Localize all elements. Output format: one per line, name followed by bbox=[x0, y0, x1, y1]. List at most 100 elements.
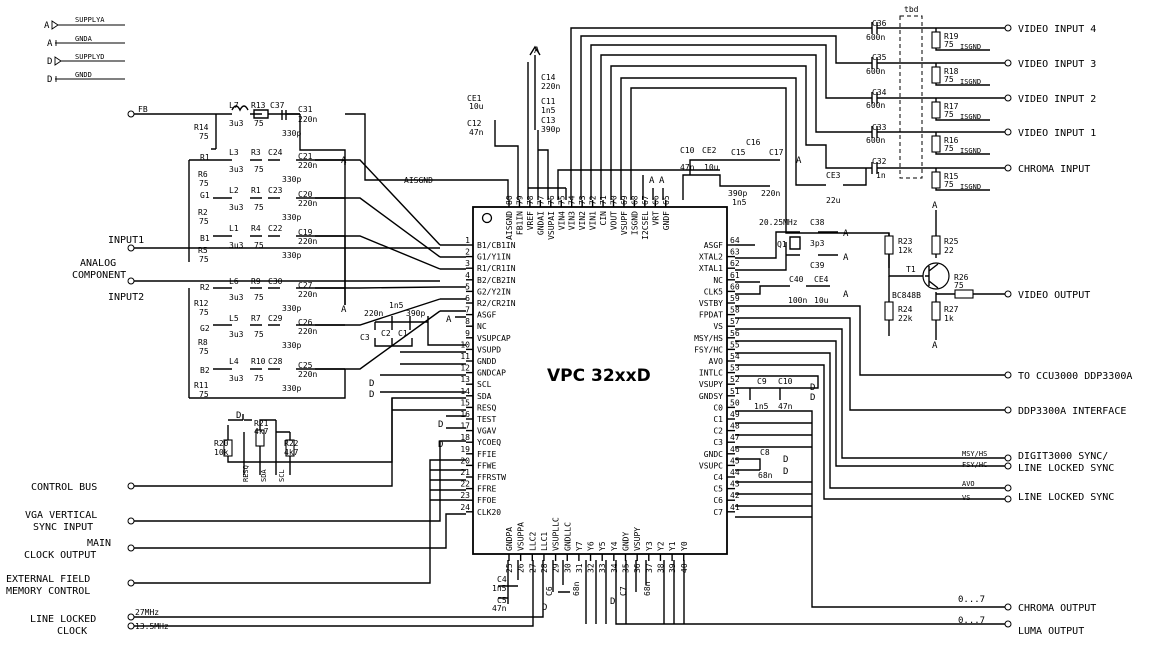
pin-name-32: Y6 bbox=[587, 541, 596, 551]
r20-value: 10k bbox=[214, 448, 229, 457]
pin-name-55: FSY/HC bbox=[694, 345, 723, 354]
t1-label: T1 bbox=[906, 265, 916, 274]
digit-sync-label-2: LINE LOCKED SYNC bbox=[1018, 463, 1114, 474]
pin-name-60: CLK5 bbox=[704, 287, 723, 296]
legend-supplya: SUPPLYA bbox=[75, 16, 105, 24]
pin-name-38: Y2 bbox=[656, 541, 665, 551]
pin-num-47: 47 bbox=[730, 433, 740, 442]
pin-num-69: 69 bbox=[620, 195, 629, 205]
l5-value: 3u3 bbox=[229, 330, 244, 339]
pin-name-39: Y1 bbox=[668, 541, 677, 551]
test-d: D bbox=[438, 420, 443, 430]
pin-name-8: NC bbox=[477, 322, 487, 331]
t1-type: BC848B bbox=[892, 291, 921, 300]
r1b-label: R1 bbox=[251, 186, 261, 195]
pin-name-9: VSUPCAP bbox=[477, 334, 511, 343]
r6-value: 75 bbox=[199, 179, 209, 188]
pin-name-43: C5 bbox=[713, 485, 723, 494]
c26-label: C26 bbox=[298, 318, 313, 327]
r26-label: R26 bbox=[954, 273, 969, 282]
c6-value: 68n bbox=[572, 581, 581, 596]
c24-value: 330p bbox=[282, 175, 301, 184]
c33-label: C33 bbox=[872, 123, 887, 132]
c19-label: C19 bbox=[298, 228, 313, 237]
pin-name-10: VSUPD bbox=[477, 345, 501, 354]
c8-d1: D bbox=[783, 455, 788, 465]
pin-num-62: 62 bbox=[730, 259, 740, 268]
c13-value: 390p bbox=[541, 125, 560, 134]
pin-name-37: Y3 bbox=[645, 541, 654, 551]
r12-label: R12 bbox=[194, 299, 209, 308]
c19-value: 220n bbox=[298, 237, 317, 246]
c34-label: C34 bbox=[872, 88, 887, 97]
pin-num-55: 55 bbox=[730, 340, 740, 349]
legend-d1-letter: D bbox=[47, 57, 52, 67]
c16-label: C16 bbox=[746, 138, 761, 147]
pin-num-25: 25 bbox=[505, 563, 514, 573]
r27-value: 1k bbox=[944, 314, 954, 323]
pin-num-16: 16 bbox=[460, 410, 470, 419]
c23-label: C23 bbox=[268, 186, 283, 195]
c12-value: 47n bbox=[469, 128, 484, 137]
r19-gnd: ISGND bbox=[960, 43, 981, 51]
ce2-value: 10u bbox=[704, 163, 719, 172]
l6-label: L6 bbox=[229, 277, 239, 286]
pin-name-78: VREF bbox=[526, 211, 535, 230]
pin-num-42: 42 bbox=[730, 491, 740, 500]
pin-num-19: 19 bbox=[460, 445, 470, 454]
c7-value: 68n bbox=[643, 581, 652, 596]
c15-label: C15 bbox=[731, 148, 746, 157]
c39-label: C39 bbox=[810, 261, 825, 270]
c25-label: C25 bbox=[298, 361, 313, 370]
c22-value: 330p bbox=[282, 251, 301, 260]
ddp-interface-label: DDP3300A INTERFACE bbox=[1018, 406, 1126, 417]
c8-label: C8 bbox=[760, 448, 770, 457]
pin-name-62: XTAL1 bbox=[699, 264, 723, 273]
pin-name-19: FFIE bbox=[477, 450, 496, 459]
chip-title: VPC 32xxD bbox=[547, 366, 651, 386]
pin-num-58: 58 bbox=[730, 306, 740, 315]
pin-num-75: 75 bbox=[557, 195, 566, 205]
c1-value: 390p bbox=[406, 309, 425, 318]
sda-net-label: SDA bbox=[260, 469, 268, 482]
r19-label: R19 bbox=[944, 32, 959, 41]
c33-value: 600n bbox=[866, 136, 885, 145]
pin-num-30: 30 bbox=[563, 563, 572, 573]
r9-value: 75 bbox=[254, 293, 264, 302]
ic-body bbox=[472, 206, 728, 555]
chroma-output-label: CHROMA OUTPUT bbox=[1018, 603, 1096, 614]
pin-name-40: Y0 bbox=[680, 541, 689, 551]
l4-value: 3u3 bbox=[229, 374, 244, 383]
top-pin-group: 80AISGND79FB1IN78VREF77GNDAI76VSUPAI75VI… bbox=[505, 195, 671, 240]
pin-name-75: VIN4 bbox=[557, 211, 566, 230]
pin-name-54: AVO bbox=[709, 357, 724, 366]
pin-num-36: 36 bbox=[633, 563, 642, 573]
pin-num-17: 17 bbox=[460, 422, 470, 431]
c13-label: C13 bbox=[541, 116, 556, 125]
pin-num-52: 52 bbox=[730, 375, 740, 384]
isgnd-a2: A bbox=[659, 176, 665, 186]
pin-num-56: 56 bbox=[730, 329, 740, 338]
c20-value: 220n bbox=[298, 199, 317, 208]
vga-label-1: VGA VERTICAL bbox=[25, 510, 97, 521]
vsupcap-reset-wiring bbox=[127, 316, 544, 630]
pin-num-38: 38 bbox=[656, 563, 665, 573]
r9-label: R9 bbox=[251, 277, 261, 286]
pin-name-64: ASGF bbox=[704, 241, 723, 250]
r3-value: 75 bbox=[254, 165, 264, 174]
pin-name-41: C7 bbox=[713, 508, 723, 517]
reset-d: D bbox=[236, 411, 241, 421]
pin-name-45: VSUPC bbox=[699, 461, 723, 470]
c40-gnd-a: A bbox=[843, 290, 849, 300]
c25-value: 220n bbox=[298, 370, 317, 379]
c5-value: 47n bbox=[492, 604, 507, 613]
xtal-freq-label: 20.25MHz bbox=[759, 218, 798, 227]
pin-num-70: 70 bbox=[610, 195, 619, 205]
r15-gnd: ISGND bbox=[960, 183, 981, 191]
r12-value: 75 bbox=[199, 308, 209, 317]
pin-num-21: 21 bbox=[460, 468, 470, 477]
scl-net-label: SCL bbox=[278, 469, 286, 482]
pin-num-31: 31 bbox=[575, 563, 584, 573]
c32-label: C32 bbox=[872, 157, 887, 166]
pin-num-72: 72 bbox=[589, 195, 598, 205]
